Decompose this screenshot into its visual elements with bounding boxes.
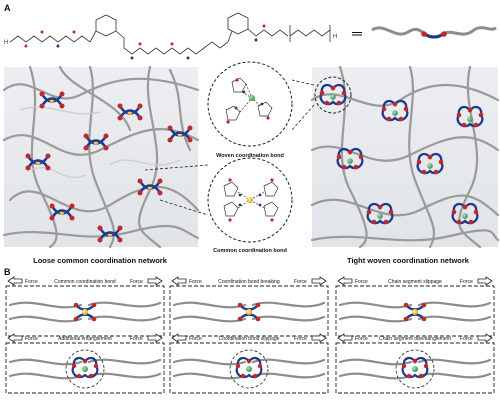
- force-right-label: Force: [130, 279, 143, 285]
- ester-group: [82, 358, 88, 364]
- metal-ion: [82, 366, 88, 372]
- chain-lower-left: [172, 315, 247, 323]
- chemical-structure: H H: [4, 12, 337, 60]
- metal-ion: [246, 309, 252, 315]
- ester-group: [257, 363, 263, 369]
- tight-network-panel: [310, 65, 500, 249]
- force-right-label: Force: [294, 279, 307, 285]
- chain-upper-left: [8, 301, 83, 309]
- ester-group: [88, 373, 94, 379]
- ester-group: [255, 302, 261, 308]
- ester-group: [406, 373, 412, 379]
- force-right-label: Force: [460, 336, 473, 342]
- force-right-arrow-icon: [311, 333, 327, 343]
- mechanism-box: Force Chain segment disentanglement Force: [335, 333, 495, 394]
- ester-group: [421, 316, 427, 322]
- force-left-label: Force: [355, 279, 368, 285]
- ester-group: [93, 363, 99, 369]
- force-left-label: Force: [189, 336, 202, 342]
- tight-network-label: Tight woven coordination network: [347, 256, 470, 265]
- panel-a-letter: A: [4, 3, 11, 13]
- ester-group: [246, 358, 252, 364]
- chain-lower-left: [172, 372, 247, 380]
- chem-prefix: H: [4, 40, 8, 46]
- loose-network-panel: [2, 65, 200, 249]
- ester-group: [76, 373, 82, 379]
- ester-group: [73, 302, 79, 308]
- zoom-connectors: [144, 79, 315, 216]
- mechanism-title: Coordination bond slippage: [219, 336, 280, 342]
- chem-suffix: H: [333, 34, 337, 40]
- mechanism-box: Force Additional entanglement Force: [5, 333, 165, 394]
- panel-b-letter: B: [4, 267, 11, 277]
- force-right-arrow-icon: [477, 276, 493, 286]
- force-right-arrow-icon: [147, 276, 163, 286]
- chain-upper-left: [338, 301, 413, 309]
- mechanism-title: Chain segment slippage: [388, 279, 442, 285]
- force-left-label: Force: [189, 279, 202, 285]
- metal-ion: [412, 366, 418, 372]
- mechanism-box: Force Coordination bond slippage Force: [169, 333, 329, 394]
- chain-lower-left: [8, 372, 83, 380]
- force-left-label: Force: [355, 336, 368, 342]
- chain-lower-left: [8, 315, 83, 323]
- ester-group: [403, 302, 409, 308]
- mechanism-title: Coordination bond breaking: [218, 279, 280, 285]
- ester-group: [91, 316, 97, 322]
- ester-group: [403, 316, 409, 322]
- woven-knot-outline: [229, 349, 269, 389]
- mechanism-title: Additional entanglement: [58, 336, 112, 342]
- ester-group: [237, 316, 243, 322]
- loose-network-label: Loose common coordination network: [33, 256, 168, 265]
- force-left-arrow-icon: [171, 276, 187, 286]
- mechanism-title: Common coordination bond: [54, 279, 116, 285]
- force-right-arrow-icon: [147, 333, 163, 343]
- metal-ion: [246, 366, 252, 372]
- ester-group: [252, 373, 258, 379]
- mechanism-box: Force Common coordination bond Force: [5, 276, 165, 337]
- woven-knot-outline: [395, 349, 435, 389]
- woven-knot-outline: [65, 349, 105, 389]
- ester-group: [401, 363, 407, 369]
- ester-group: [71, 363, 77, 369]
- force-left-arrow-icon: [7, 276, 23, 286]
- ester-group: [240, 373, 246, 379]
- force-left-arrow-icon: [171, 333, 187, 343]
- force-right-label: Force: [130, 336, 143, 342]
- ester-group: [421, 302, 427, 308]
- force-left-label: Force: [25, 279, 38, 285]
- ester-group: [418, 373, 424, 379]
- ester-group: [73, 316, 79, 322]
- chain-representation: [371, 26, 497, 39]
- force-right-arrow-icon: [311, 276, 327, 286]
- chain-upper-left: [172, 301, 247, 309]
- metal-ion: [412, 309, 418, 315]
- force-left-arrow-icon: [7, 333, 23, 343]
- force-left-arrow-icon: [337, 333, 353, 343]
- common-bond-label: Common coordination bond: [213, 248, 287, 254]
- woven-bond-zoom: [207, 61, 293, 147]
- equals-sign: ═: [351, 25, 362, 41]
- mechanism-title: Chain segment disentanglement: [379, 336, 451, 342]
- chain-lower-left: [338, 315, 413, 323]
- chain-lower-left: [338, 372, 413, 380]
- mechanism-box: Force Coordination bond breaking Force: [169, 276, 329, 337]
- mechanism-box: Force Chain segment slippage Force: [335, 276, 495, 337]
- ester-group: [237, 302, 243, 308]
- ester-group: [91, 302, 97, 308]
- woven-bond-label: Woven coordination bond: [216, 153, 284, 159]
- force-right-arrow-icon: [477, 333, 493, 343]
- force-right-label: Force: [460, 279, 473, 285]
- force-left-label: Force: [25, 336, 38, 342]
- ester-group: [412, 358, 418, 364]
- metal-ion: [82, 309, 88, 315]
- ester-group: [255, 316, 261, 322]
- ester-group: [423, 363, 429, 369]
- ester-group: [235, 363, 241, 369]
- common-bond-zoom: [207, 157, 293, 243]
- force-left-arrow-icon: [337, 276, 353, 286]
- force-right-label: Force: [294, 336, 307, 342]
